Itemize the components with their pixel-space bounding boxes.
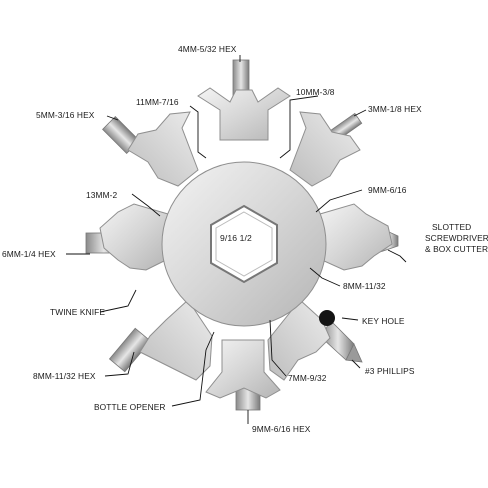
phillips-bit [321, 319, 363, 363]
label-9mm: 9MM-6/16 [368, 185, 407, 195]
leader-lines [66, 55, 407, 424]
label-bottle-opener: BOTTLE OPENER [94, 402, 166, 412]
center-hub [161, 161, 327, 327]
label-5mm-hex: 5MM-3/16 HEX [36, 110, 95, 120]
label-10mm: 10MM-3/8 [296, 87, 335, 97]
label-key-hole: KEY HOLE [362, 316, 405, 326]
label-6mm-hex: 6MM-1/4 HEX [2, 249, 56, 259]
label-phillips: #3 PHILLIPS [365, 366, 415, 376]
hex-bit-8mm [108, 327, 152, 373]
label-13mm: 13MM-2 [86, 190, 118, 200]
label-8mm: 8MM-11/32 [343, 281, 386, 291]
key-hole [319, 310, 335, 326]
label-11mm: 11MM-7/16 [136, 97, 179, 107]
label-8mm-hex: 8MM-11/32 HEX [33, 371, 96, 381]
center-hex-hole [210, 204, 278, 284]
snowflake-body [99, 87, 393, 399]
label-center-hex: 9/16 1/2 [220, 233, 252, 243]
label-twine-knife: TWINE KNIFE [50, 307, 106, 317]
label-slotted-line1: SLOTTED [432, 222, 472, 232]
label-7mm: 7MM-9/32 [288, 373, 327, 383]
label-3mm-hex: 3MM-1/8 HEX [368, 104, 422, 114]
label-9mm-hex: 9MM-6/16 HEX [252, 424, 311, 434]
label-4mm-hex: 4MM-5/32 HEX [178, 44, 237, 54]
label-slotted-line2: SCREWDRIVER [425, 233, 488, 243]
label-slotted-line3: & BOX CUTTER [425, 244, 488, 254]
